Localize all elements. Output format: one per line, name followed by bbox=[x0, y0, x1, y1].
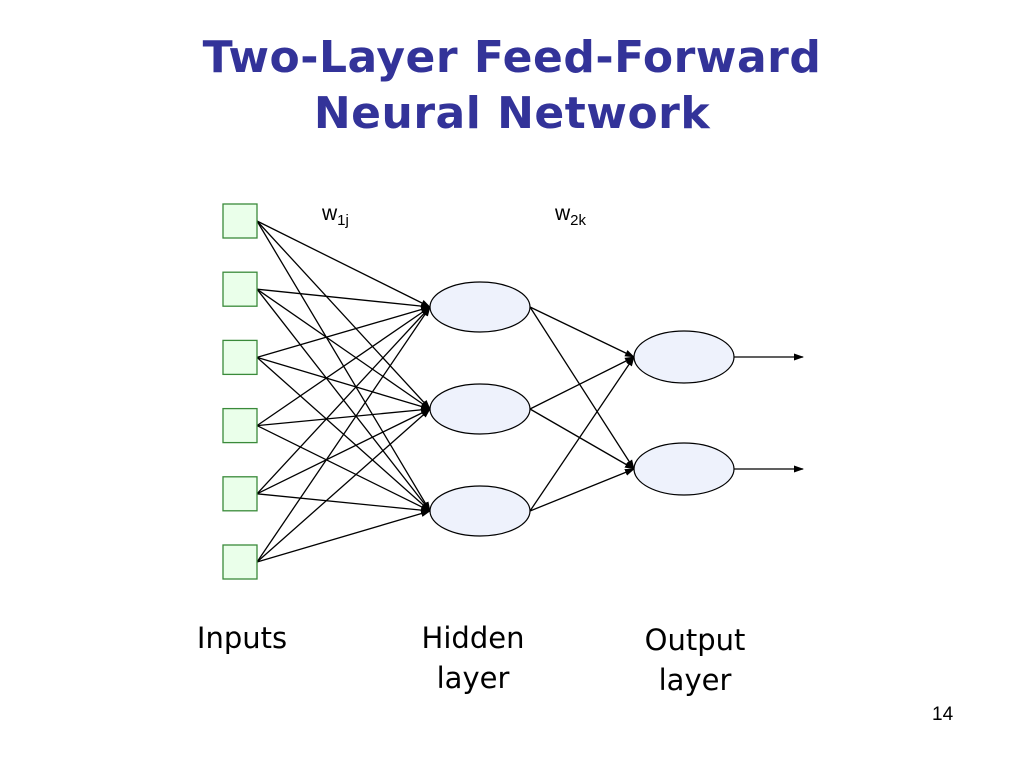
edge-input-4-hidden-2 bbox=[256, 406, 431, 427]
input-node-5 bbox=[222, 476, 258, 512]
edge-hidden-3-output-1 bbox=[529, 356, 635, 512]
weight-subscript: 2k bbox=[570, 212, 587, 229]
edge-hidden-1-output-1 bbox=[529, 306, 635, 358]
hidden-layer-label: Hidden layer bbox=[398, 618, 548, 698]
edge-hidden-3-output-2 bbox=[529, 468, 635, 512]
weight-label-w1j: w1j bbox=[322, 202, 349, 229]
edge-input-4-hidden-1 bbox=[256, 306, 431, 427]
input-node-2 bbox=[222, 271, 258, 307]
output-node-2 bbox=[633, 442, 735, 496]
slide-title-line-2: Neural Network bbox=[313, 88, 711, 139]
output-layer-label: Output layer bbox=[620, 620, 770, 700]
edge-input-3-hidden-2 bbox=[256, 356, 431, 410]
hidden-node-1 bbox=[429, 281, 531, 333]
edge-input-6-hidden-1 bbox=[256, 306, 431, 563]
edge-input-6-hidden-2 bbox=[256, 408, 431, 563]
hidden-node-2 bbox=[429, 383, 531, 435]
edge-input-2-hidden-1 bbox=[256, 288, 431, 310]
output-node-1 bbox=[633, 330, 735, 384]
output-layer-label-line-1: Output bbox=[644, 623, 746, 657]
edge-input-5-hidden-2 bbox=[256, 408, 431, 495]
input-node-6 bbox=[222, 544, 258, 580]
input-node-4 bbox=[222, 407, 258, 444]
weight-base: w bbox=[555, 202, 571, 225]
edge-input-1-hidden-2 bbox=[256, 220, 431, 410]
edge-hidden-1-output-2 bbox=[529, 306, 635, 470]
hidden-node-3 bbox=[429, 485, 531, 537]
edge-input-5-hidden-3 bbox=[256, 493, 431, 514]
slide-title-line-1: Two-Layer Feed-Forward bbox=[202, 32, 822, 83]
edge-hidden-2-output-2 bbox=[529, 408, 635, 470]
inputs-label: Inputs bbox=[196, 621, 288, 655]
slide-title: Two-Layer Feed-Forward Neural Network bbox=[0, 30, 1024, 142]
hidden-layer-label-line-1: Hidden bbox=[421, 621, 525, 655]
weight-subscript: 1j bbox=[337, 212, 349, 229]
edge-input-2-hidden-2 bbox=[256, 288, 431, 410]
edge-input-1-hidden-1 bbox=[256, 220, 431, 308]
edge-input-3-hidden-1 bbox=[256, 306, 431, 359]
input-node-3 bbox=[222, 339, 258, 376]
hidden-layer-label-line-2: layer bbox=[436, 661, 510, 695]
output-layer-label-line-2: layer bbox=[658, 663, 732, 697]
input-node-1 bbox=[222, 203, 258, 239]
weight-base: w bbox=[322, 202, 338, 225]
page-number: 14 bbox=[932, 704, 954, 725]
edge-input-5-hidden-1 bbox=[256, 306, 431, 495]
edge-input-6-hidden-3 bbox=[256, 510, 431, 563]
edge-input-4-hidden-3 bbox=[256, 425, 431, 512]
weight-label-w2k: w2k bbox=[555, 202, 586, 229]
edge-hidden-2-output-1 bbox=[529, 356, 635, 410]
